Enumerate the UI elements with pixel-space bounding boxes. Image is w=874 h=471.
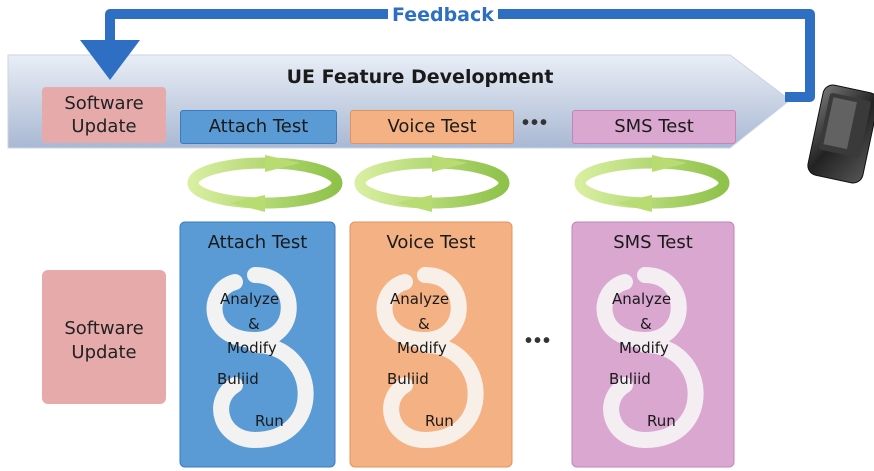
box-software-update-bg <box>42 270 166 404</box>
sms-amp: & <box>640 315 652 333</box>
sms-box-title: SMS Test <box>613 232 693 253</box>
attach-modify: Modify <box>227 339 277 357</box>
swirl-voice <box>376 267 484 449</box>
feedback-arrow-path <box>105 9 815 102</box>
banner-ellipsis: ••• <box>522 112 550 134</box>
banner-title: UE Feature Development <box>286 66 554 88</box>
banner-test-voice: Voice Test <box>350 110 514 144</box>
voice-box-title: Voice Test <box>386 232 476 253</box>
swirl-attach <box>206 267 314 449</box>
voice-analyze: Analyze <box>390 290 450 308</box>
lower-software-update-label: Software Update <box>64 318 144 363</box>
banner-software-update-label: Software Update <box>64 93 144 137</box>
banner-test-attach: Attach Test <box>180 110 337 144</box>
attach-box-title: Attach Test <box>207 232 308 253</box>
attach-build: Buliid <box>217 370 259 388</box>
feedback-label: Feedback <box>388 4 498 26</box>
sms-build: Buliid <box>609 370 651 388</box>
sms-run: Run <box>647 412 676 430</box>
cycle-icon-voice <box>354 155 510 212</box>
attach-amp: & <box>248 315 260 333</box>
banner-software-update-box: Software Update <box>42 87 166 143</box>
cycle-icon-attach <box>187 155 343 212</box>
sms-analyze: Analyze <box>612 290 672 308</box>
swirl-sms <box>596 267 704 449</box>
feedback-arrowhead <box>80 40 140 80</box>
attach-run: Run <box>255 412 284 430</box>
lower-ellipsis: ••• <box>525 330 553 352</box>
cycle-icon-sms <box>574 155 730 212</box>
phone-icon <box>807 84 874 184</box>
voice-run: Run <box>425 412 454 430</box>
voice-modify: Modify <box>397 339 447 357</box>
sms-modify: Modify <box>619 339 669 357</box>
banner-test-sms: SMS Test <box>572 110 736 144</box>
voice-amp: & <box>418 315 430 333</box>
attach-analyze: Analyze <box>220 290 280 308</box>
voice-build: Buliid <box>387 370 429 388</box>
